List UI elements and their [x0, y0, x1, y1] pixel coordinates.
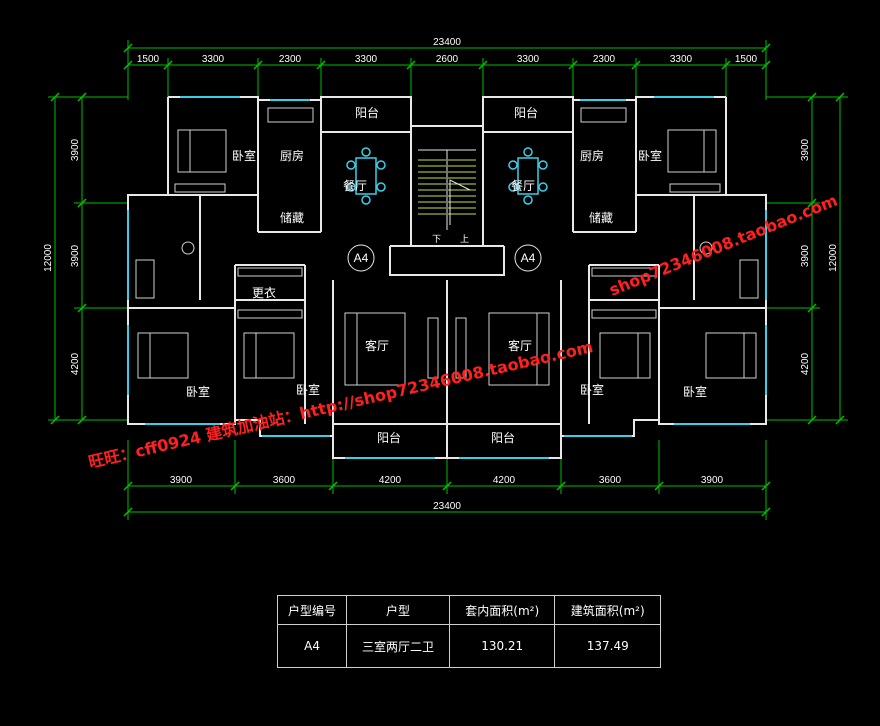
unit-tag-left-circle	[347, 244, 375, 272]
room-label-dining-left: 餐厅	[343, 178, 367, 193]
dim-right-2: 3900	[800, 244, 811, 267]
dim-bottom-6: 3900	[701, 475, 724, 486]
dim-left-overall: 12000	[43, 244, 54, 272]
watermark-left: 旺旺：cff0924 建筑加油站：http://shop72346008.tao…	[87, 337, 595, 472]
table-header-cell: 建筑面积(m²)	[554, 595, 661, 625]
dim-bottom-5: 3600	[599, 475, 622, 486]
dim-top-8: 3300	[670, 54, 693, 65]
table-header-cell: 户型编号	[276, 595, 348, 625]
unit-tag-right: A4	[521, 251, 536, 265]
room-label-balcony-top-left: 阳台	[355, 105, 379, 120]
room-label-storage-left: 储藏	[280, 210, 304, 225]
room-label-dressing-left: 更衣	[252, 285, 276, 300]
windows	[127, 96, 767, 459]
dim-top-2: 3300	[202, 54, 225, 65]
dim-top-5: 2600	[436, 54, 459, 65]
dim-top-7: 2300	[593, 54, 616, 65]
room-label-balcony-bottom-left: 阳台	[377, 430, 401, 445]
dim-bottom-4: 4200	[493, 475, 516, 486]
stair-label-up: 上	[460, 234, 469, 245]
room-label-bedroom-s-left: 卧室	[296, 382, 320, 397]
dim-left-2: 3900	[70, 244, 81, 267]
dim-top-4: 3300	[355, 54, 378, 65]
dim-bottom-2: 3600	[273, 475, 296, 486]
room-label-dining-right: 餐厅	[511, 178, 535, 193]
table-cell: A4	[276, 624, 348, 668]
room-label-kitchen-right: 厨房	[580, 148, 604, 163]
table-cell: 137.49	[554, 624, 661, 668]
dim-left-1: 3900	[70, 138, 81, 161]
dim-top-6: 3300	[517, 54, 540, 65]
dining-sets	[346, 147, 548, 205]
dim-top-9: 1500	[735, 54, 758, 65]
room-label-balcony-top-right: 阳台	[514, 105, 538, 120]
room-label-living-left: 客厅	[365, 338, 389, 353]
room-label-living-right: 客厅	[508, 338, 532, 353]
dim-right-overall: 12000	[828, 244, 839, 272]
dim-bottom-3: 4200	[379, 475, 402, 486]
area-table: 户型编号 户型 套内面积(m²) 建筑面积(m²) A4 三室两厅二卫 130.…	[276, 595, 661, 668]
table-header-row: 户型编号 户型 套内面积(m²) 建筑面积(m²)	[276, 595, 661, 625]
furniture	[135, 107, 759, 386]
table-row: A4 三室两厅二卫 130.21 137.49	[276, 624, 661, 668]
table-cell: 130.21	[448, 624, 556, 668]
dim-right-3: 4200	[800, 352, 811, 375]
stair-label-down: 下	[432, 235, 441, 245]
room-label-bedroom-se: 卧室	[683, 384, 707, 399]
dimension-ticks	[50, 43, 845, 517]
unit-tag-left: A4	[354, 251, 369, 265]
table-header-cell: 套内面积(m²)	[448, 595, 556, 625]
room-label-storage-right: 储藏	[589, 210, 613, 225]
dim-overall-width-top: 23400	[433, 37, 461, 48]
dim-right-1: 3900	[800, 138, 811, 161]
dim-bottom-1: 3900	[170, 475, 193, 486]
room-label-balcony-bottom-right: 阳台	[491, 430, 515, 445]
room-label-bedroom-s-right: 卧室	[580, 382, 604, 397]
dim-overall-width-bottom: 23400	[433, 501, 461, 512]
table-header-cell: 户型	[346, 595, 450, 625]
room-label-bedroom-sw: 卧室	[186, 384, 210, 399]
table-cell: 三室两厅二卫	[346, 624, 450, 668]
room-label-bedroom-ne: 卧室	[638, 148, 662, 163]
dim-left-3: 4200	[70, 352, 81, 375]
room-label-bedroom-nw: 卧室	[232, 148, 256, 163]
stair-arrow	[449, 179, 471, 225]
dim-top-1: 1500	[137, 54, 160, 65]
stair-treads	[418, 149, 476, 230]
dim-top-3: 2300	[279, 54, 302, 65]
unit-tag-right-circle	[514, 244, 542, 272]
room-label-kitchen-left: 厨房	[280, 148, 304, 163]
